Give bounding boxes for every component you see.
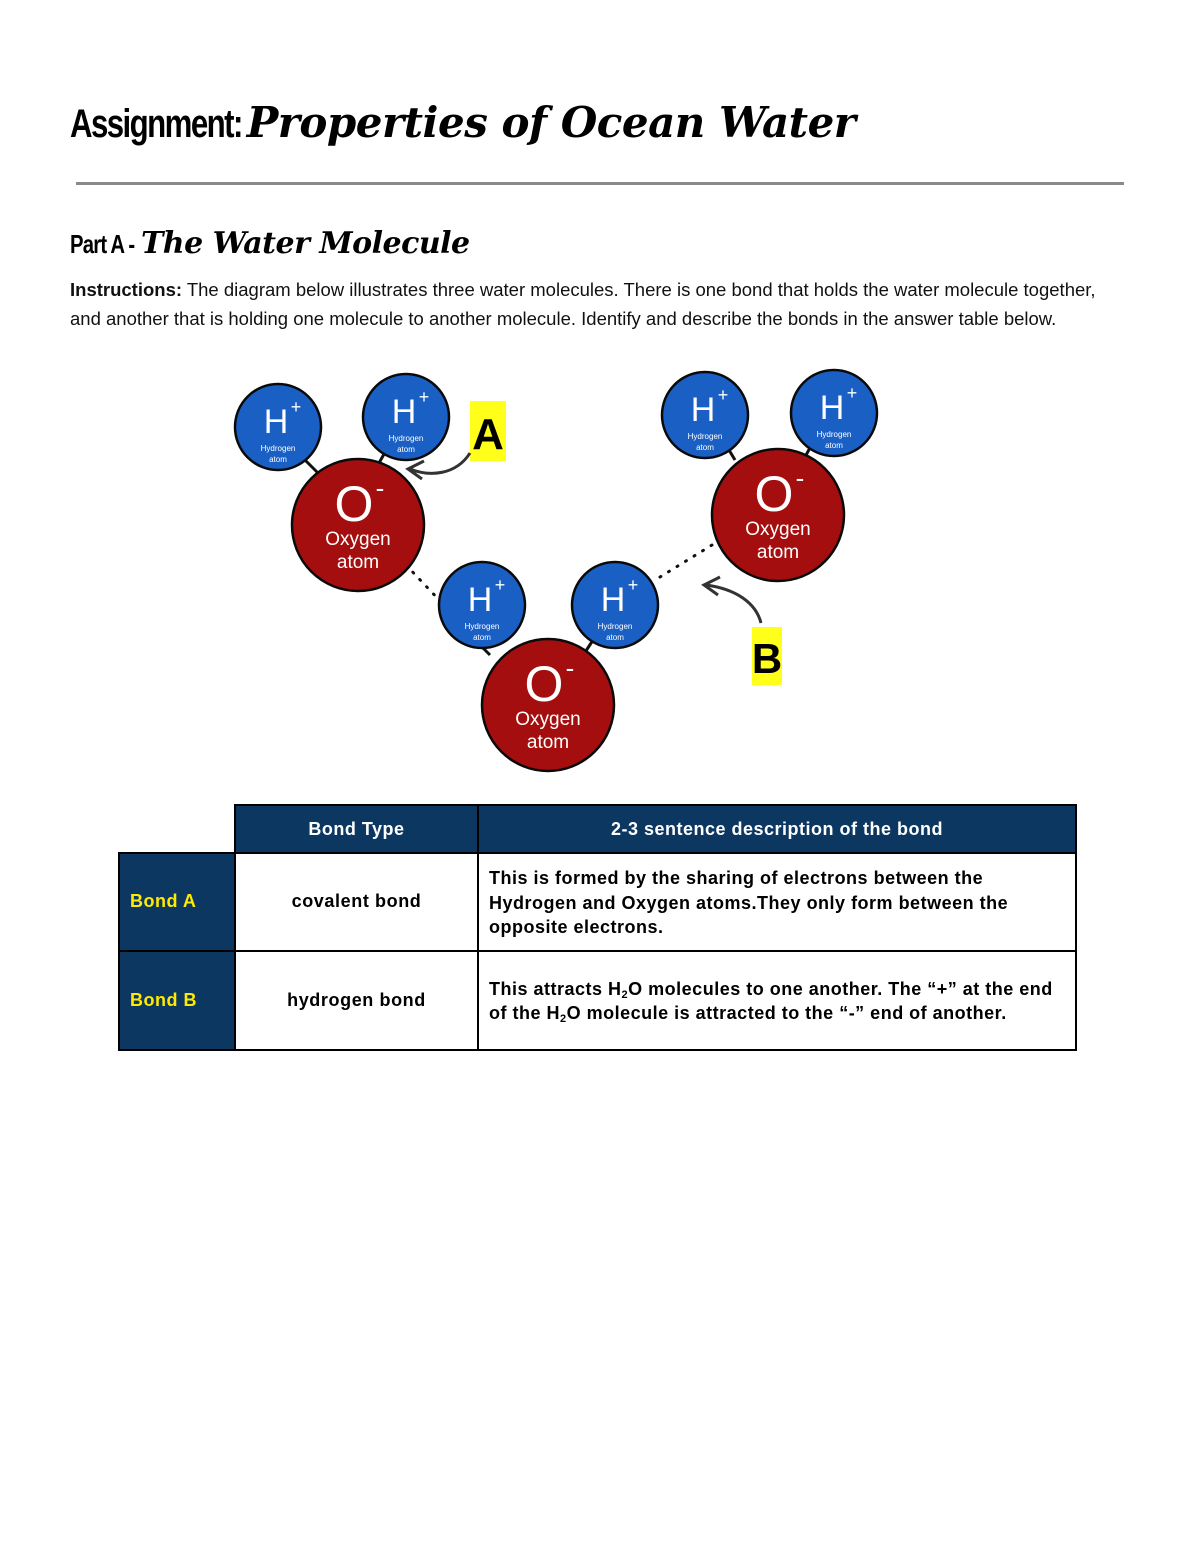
svg-text:Oxygen: Oxygen (515, 709, 580, 730)
svg-text:H: H (691, 391, 716, 429)
title-lead: Assignment: (70, 102, 243, 146)
svg-text:Hydrogen: Hydrogen (817, 430, 852, 439)
hydrogen-atom-icon: H + Hydrogen atom (361, 372, 451, 462)
svg-text:+: + (628, 575, 639, 595)
oxygen-atom-icon: O - Oxygen atom (480, 637, 616, 773)
instructions-text: The diagram below illustrates three wate… (70, 279, 1096, 329)
svg-text:O: O (755, 466, 794, 522)
table-header-description: 2-3 sentence description of the bond (477, 804, 1077, 854)
svg-text:atom: atom (337, 552, 379, 573)
title-divider (76, 182, 1124, 185)
svg-text:Hydrogen: Hydrogen (598, 622, 633, 631)
svg-text:-: - (376, 473, 385, 503)
arrow-b-icon (705, 583, 763, 624)
svg-text:-: - (566, 653, 575, 683)
table-header-row: Bond Type 2-3 sentence description of th… (119, 804, 1077, 854)
desc-part: O molecule is attracted to the “-” end o… (566, 1003, 1007, 1023)
bond-description-cell[interactable]: This attracts H2O molecules to one anoth… (477, 949, 1077, 1051)
svg-text:Oxygen: Oxygen (325, 529, 390, 550)
svg-text:H: H (392, 393, 417, 431)
hydrogen-bond-dots (404, 543, 714, 605)
water-molecule-diagram: H + Hydrogen atom H + Hydrogen atom O - … (220, 365, 920, 785)
oxygen-atom-icon: O - Oxygen atom (290, 457, 426, 593)
hydrogen-atom-icon: H + Hydrogen atom (233, 382, 323, 472)
svg-text:atom: atom (473, 633, 491, 642)
svg-text:+: + (847, 383, 858, 403)
svg-text:+: + (718, 385, 729, 405)
svg-text:H: H (601, 581, 626, 619)
svg-text:+: + (495, 575, 506, 595)
svg-text:H: H (820, 389, 845, 427)
svg-text:+: + (419, 387, 430, 407)
subscript: 2 (560, 1013, 567, 1025)
table-header-bond-type: Bond Type (234, 804, 479, 854)
svg-text:atom: atom (757, 542, 799, 563)
section-heading: Part A - The Water Molecule (70, 226, 470, 261)
svg-text:H: H (264, 403, 289, 441)
svg-text:Hydrogen: Hydrogen (389, 434, 424, 443)
svg-text:H: H (468, 581, 493, 619)
desc-part: O molecules to one another. The “+” at t… (489, 978, 1053, 1024)
row-label-bond-b: Bond B (118, 949, 236, 1051)
subscript: 2 (621, 988, 629, 1001)
title-script: Properties of Ocean Water (246, 98, 856, 147)
svg-text:Oxygen: Oxygen (745, 519, 810, 540)
oxygen-atom-icon: O - Oxygen atom (710, 447, 846, 583)
svg-text:-: - (796, 463, 805, 493)
row-label-bond-a: Bond A (118, 852, 236, 952)
hydrogen-atom-icon: H + Hydrogen atom (789, 368, 879, 458)
svg-text:Hydrogen: Hydrogen (261, 444, 296, 453)
page-title: Assignment: Properties of Ocean Water (70, 98, 856, 158)
svg-text:O: O (335, 476, 374, 532)
svg-text:O: O (525, 656, 564, 712)
section-lead: Part A - (70, 229, 135, 259)
svg-text:B: B (752, 635, 782, 682)
desc-part: This attracts H (489, 978, 622, 999)
svg-text:atom: atom (606, 633, 624, 642)
section-script: The Water Molecule (140, 226, 470, 261)
svg-text:Hydrogen: Hydrogen (688, 432, 723, 441)
arrow-a-icon (409, 452, 472, 475)
answer-table: Bond Type 2-3 sentence description of th… (118, 804, 1077, 1051)
svg-text:atom: atom (825, 441, 843, 450)
table-row: Bond B hydrogen bond This attracts H2O m… (118, 949, 1077, 1051)
svg-text:atom: atom (397, 445, 415, 454)
svg-text:Hydrogen: Hydrogen (465, 622, 500, 631)
hydrogen-atom-icon: H + Hydrogen atom (570, 560, 660, 650)
table-row: Bond A covalent bond This is formed by t… (118, 852, 1077, 952)
bond-type-cell[interactable]: hydrogen bond (234, 949, 479, 1051)
instructions-label: Instructions: (70, 279, 183, 300)
hydrogen-atom-icon: H + Hydrogen atom (660, 370, 750, 460)
table-header-empty (119, 805, 235, 854)
bond-description-cell[interactable]: This is formed by the sharing of electro… (477, 852, 1077, 952)
svg-text:A: A (472, 410, 504, 459)
svg-text:atom: atom (527, 732, 569, 753)
instructions: Instructions: The diagram below illustra… (70, 276, 1100, 333)
svg-text:atom: atom (696, 443, 714, 452)
hydrogen-atom-icon: H + Hydrogen atom (437, 560, 527, 650)
label-a-callout: A (405, 401, 506, 481)
svg-text:+: + (291, 397, 302, 417)
label-b-callout: B (701, 575, 782, 685)
svg-text:atom: atom (269, 455, 287, 464)
bond-type-cell[interactable]: covalent bond (234, 852, 479, 952)
